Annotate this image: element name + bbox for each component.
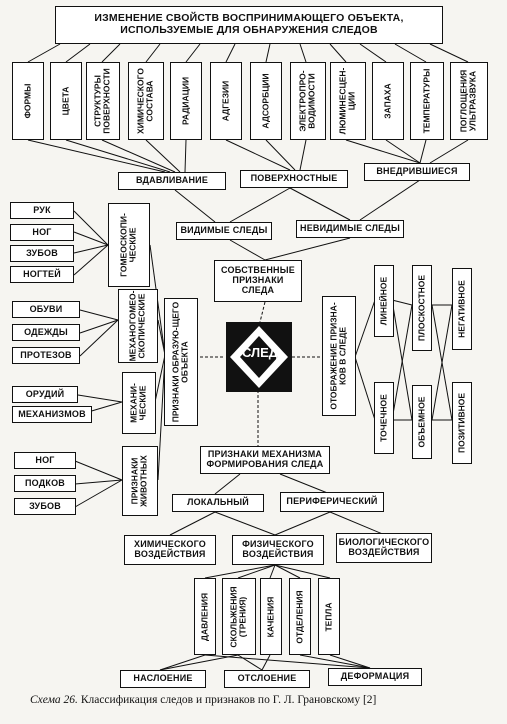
property-label: ЗАПАХА [382,83,393,119]
mechanical-box: МЕХАНИ-ЧЕСКИЕ [122,372,156,434]
heat-label: ТЕПЛА [323,601,334,632]
separation-label: ОТДЕЛЕНИЯ [294,589,305,644]
property-label: ЭЛЕКТРОПРО-ВОДИМОСТИ [297,70,317,132]
mechanohomeoscopic-box: МЕХАНОГОМЕО-СКОПИЧЕСКИЕ [118,289,158,363]
separation-box: ОТДЕЛЕНИЯ [289,578,311,655]
item-feet: НОГ [10,224,74,241]
homeoscopic-label: ГОМЕОСКОПИ-ЧЕСКИЕ [118,213,138,277]
figure-caption: Схема 26. Классификация следов и признак… [30,694,500,706]
item-horseshoes: ПОДКОВ [14,475,76,492]
pressure-label: ДАВЛЕНИЯ [199,592,210,641]
rolling-label: КАЧЕНИЯ [265,596,276,637]
property-conductivity: ЭЛЕКТРОПРО-ВОДИМОСТИ [290,62,326,140]
positive-box: ПОЗИТИВНОЕ [452,382,472,464]
property-luminescence: ЛЮМИНЕСЦЕН-ЦИИ [330,62,366,140]
biological-impact-box: БИОЛОГИЧЕСКОГО ВОЗДЕЙСТВИЯ [336,533,432,563]
rolling-box: КАЧЕНИЯ [260,578,282,655]
linear-box: ЛИНЕЙНОЕ [374,265,394,337]
property-label: ЦВЕТА [60,86,71,116]
item-animal-teeth: ЗУБОВ [14,498,76,515]
visible-traces: ВИДИМЫЕ СЛЕДЫ [176,222,272,240]
volume-box: ОБЪЕМНОЕ [412,385,432,459]
property-label: ХИМИЧЕСКОГО СОСТАВА [135,68,155,134]
property-label: СТРУКТУРЫ ПОВЕРХНОСТИ [92,68,112,134]
property-label: АДГЕЗИИ [220,80,231,122]
property-label: ФОРМЫ [22,83,33,119]
heat-box: ТЕПЛА [318,578,340,655]
sliding-box: СКОЛЬЖЕНИЯ (ТРЕНИЯ) [222,578,256,655]
item-teeth: ЗУБОВ [10,245,74,262]
chemical-impact-box: ХИМИЧЕСКОГО ВОЗДЕЙСТВИЯ [124,535,216,565]
planar-label: ПЛОСКОСТНОЕ [416,274,427,342]
invisible-traces: НЕВИДИМЫЕ СЛЕДЫ [296,220,404,238]
mechanohomeoscopic-label: МЕХАНОГОМЕО-СКОПИЧЕСКИЕ [127,290,147,362]
item-tools: ОРУДИЙ [12,386,78,403]
property-temperature: ТЕМПЕРАТУРЫ [410,62,444,140]
positive-label: ПОЗИТИВНОЕ [456,392,467,454]
header-title-line2: ИСПОЛЬЗУЕМЫЕ ДЛЯ ОБНАРУЖЕНИЯ СЛЕДОВ [120,24,378,36]
display-features-label: ОТОБРАЖЕНИЕ ПРИЗНА-КОВ В СЛЕДЕ [328,302,348,410]
local-box: ЛОКАЛЬНЫЙ [172,494,264,512]
header-title-line1: ИЗМЕНЕНИЕ СВОЙСТВ ВОСПРИНИМАЮЩЕГО ОБЪЕКТ… [94,12,404,25]
property-forma: ФОРМЫ [12,62,44,140]
point-box: ТОЧЕЧНОЕ [374,382,394,454]
item-mechanisms: МЕХАНИЗМОВ [12,406,92,423]
property-structure: СТРУКТУРЫ ПОВЕРХНОСТИ [86,62,120,140]
forming-object-label: ПРИЗНАКИ ОБРАЗУЮ-ЩЕГО ОБЪЕКТА [170,301,190,423]
item-nails: НОГТЕЙ [10,266,74,283]
depth-pressed: ВДАВЛИВАНИЕ [118,172,226,190]
negative-box: НЕГАТИВНОЕ [452,268,472,350]
peripheral-box: ПЕРИФЕРИЧЕСКИЙ [280,492,384,512]
property-radiation: РАДИАЦИИ [170,62,202,140]
caption-label: Схема 26. [30,694,78,706]
result-peeling: ОТСЛОЕНИЕ [224,670,310,688]
item-animal-feet: НОГ [14,452,76,469]
property-label: ЛЮМИНЕСЦЕН-ЦИИ [337,67,357,135]
property-label: ПОГЛОЩЕНИЯ УЛЬТРАЗВУКА [458,69,478,133]
center-trace-label: СЛЕД [241,345,279,360]
physical-impact-box: ФИЗИЧЕСКОГО ВОЗДЕЙСТВИЯ [232,535,324,565]
property-color: ЦВЕТА [50,62,82,140]
item-hands: РУК [10,202,74,219]
item-prostheses: ПРОТЕЗОВ [12,347,80,364]
result-deformation: ДЕФОРМАЦИЯ [328,668,422,686]
negative-label: НЕГАТИВНОЕ [456,280,467,338]
mechanism-box: ПРИЗНАКИ МЕХАНИЗМА ФОРМИРОВАНИЯ СЛЕДА [200,446,330,474]
forming-object-box: ПРИЗНАКИ ОБРАЗУЮ-ЩЕГО ОБЪЕКТА [164,298,198,426]
property-adsorption: АДСОРБЦИИ [250,62,282,140]
planar-box: ПЛОСКОСТНОЕ [412,265,432,351]
animals-box: ПРИЗНАКИ ЖИВОТНЫХ [122,446,158,516]
animals-label: ПРИЗНАКИ ЖИВОТНЫХ [129,455,149,507]
mechanical-label: МЕХАНИ-ЧЕСКИЕ [128,383,148,423]
item-shoes: ОБУВИ [12,301,80,318]
depth-surface: ПОВЕРХНОСТНЫЕ [240,170,348,188]
caption-text: Классификация следов и признаков по Г. Л… [80,694,377,706]
result-layering: НАСЛОЕНИЕ [120,670,206,688]
header-box: ИЗМЕНЕНИЕ СВОЙСТВ ВОСПРИНИМАЮЩЕГО ОБЪЕКТ… [55,6,443,44]
homeoscopic-box: ГОМЕОСКОПИ-ЧЕСКИЕ [108,203,150,287]
property-chemical: ХИМИЧЕСКОГО СОСТАВА [128,62,164,140]
pressure-box: ДАВЛЕНИЯ [194,578,216,655]
property-label: РАДИАЦИИ [180,76,191,126]
volume-label: ОБЪЕМНОЕ [416,396,427,448]
property-adhesion: АДГЕЗИИ [210,62,242,140]
sliding-label: СКОЛЬЖЕНИЯ (ТРЕНИЯ) [228,585,248,648]
own-features-box: СОБСТВЕННЫЕ ПРИЗНАКИ СЛЕДА [214,260,302,302]
linear-label: ЛИНЕЙНОЕ [378,276,389,326]
property-smell: ЗАПАХА [372,62,404,140]
property-ultrasound: ПОГЛОЩЕНИЯ УЛЬТРАЗВУКА [450,62,488,140]
property-label: ТЕМПЕРАТУРЫ [421,68,432,134]
point-label: ТОЧЕЧНОЕ [378,394,389,442]
display-features-box: ОТОБРАЖЕНИЕ ПРИЗНА-КОВ В СЛЕДЕ [322,296,356,416]
item-clothes: ОДЕЖДЫ [12,324,80,341]
property-label: АДСОРБЦИИ [260,73,271,129]
depth-embedded: ВНЕДРИВШИЕСЯ [364,163,470,181]
